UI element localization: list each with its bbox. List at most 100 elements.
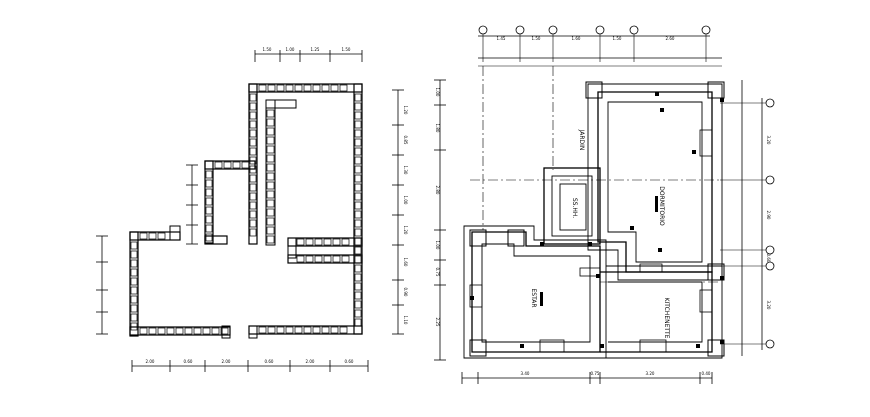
wall-block [214,161,223,169]
wall-block [258,326,267,334]
wall-block [312,84,321,92]
wall-block [249,120,257,129]
wall-block [354,120,362,129]
wall-block [266,136,275,145]
wall-block [130,286,138,295]
wall-block [249,219,257,228]
right-plan: 1.45 1.50 1.60 1.50 2.60 3.20 2.90 0.60 [434,25,775,384]
wall-block [314,255,323,263]
wall-block [312,326,321,334]
wall-block [330,326,339,334]
wall-block [303,84,312,92]
wall-block [205,170,213,179]
wall-block [321,326,330,334]
wall-block [276,326,285,334]
wall-block [241,161,250,169]
wall-block [305,238,314,246]
wall-block [354,174,362,183]
wall-block [354,183,362,192]
wall-block [249,174,257,183]
wall-block [354,147,362,156]
wall-block [249,165,257,174]
left-top-dim-2: 1.00 [286,47,295,52]
wall-block [211,327,220,335]
wall-block [266,226,275,235]
wall-block [354,291,362,300]
left-right-dim-4: 1.00 [403,196,408,205]
wall-block [321,84,330,92]
wall-block [266,190,275,199]
right-top-dim-3: 1.60 [572,36,581,41]
right-top-dim-2: 1.50 [532,36,541,41]
left-right-dim-3: 1.30 [403,166,408,175]
right-bottom-dim-3: 3.20 [646,371,655,376]
wall-block [266,118,275,127]
wall-block [184,327,193,335]
left-right-dim-5: 1.20 [403,226,408,235]
wall-block [130,259,138,268]
right-left-dim-5: 0.75 [435,268,440,277]
wall-block [205,233,213,242]
right-bottom-dim-4: 0.40 [702,371,711,376]
wall-block [249,192,257,201]
wall-block [266,145,275,154]
wall-block [258,84,267,92]
right-bottom-dim-2: 0.75 [591,371,600,376]
wall-block [354,111,362,120]
wall-block [202,327,211,335]
wall-block [266,154,275,163]
room-label-kitchenette: KITCHENETTE [663,298,670,339]
wall-block [130,304,138,313]
right-plan-walls [463,81,725,359]
wall-block [354,228,362,237]
wall-block [157,327,166,335]
left-top-dim-4: 1.50 [342,47,351,52]
wall-block [332,255,341,263]
wall-block [266,163,275,172]
wall-block [249,183,257,192]
wall-block [354,165,362,174]
right-left-dim-1: 1.00 [435,88,440,97]
wall-block [267,326,276,334]
wall-block [205,188,213,197]
wall-block [354,210,362,219]
left-bottom-dim-3: 2.00 [222,359,231,364]
wall-block [249,201,257,210]
left-plan-brick-pattern [130,84,362,335]
wall-block [266,181,275,190]
wall-block [303,326,312,334]
right-top-dim-1: 1.45 [497,36,506,41]
wall-block [330,84,339,92]
wall-block [249,138,257,147]
right-left-dim-3: 2.80 [435,186,440,195]
wall-block [249,147,257,156]
wall-block [220,327,229,335]
wall-block [354,264,362,273]
wall-block [266,235,275,244]
wall-block [130,313,138,322]
left-plan-right-dimension: 1.20 0.85 1.30 1.00 1.20 1.60 0.90 1.10 [392,89,408,335]
wall-block [354,255,362,264]
wall-block [314,238,323,246]
room-labels: JARDIN DORMITORIO SS.HH. ESTAR KITCHENET… [530,129,670,339]
wall-block [354,300,362,309]
left-plan: 1.50 1.00 1.25 1.50 2.00 0.60 2.00 0.60 … [96,47,408,372]
wall-block [157,232,166,240]
wall-block [354,246,362,255]
wall-block [139,232,148,240]
right-left-dim-6: 2.25 [435,318,440,327]
wall-block [232,161,241,169]
wall-block [166,327,175,335]
wall-block [354,219,362,228]
wall-block [266,172,275,181]
wall-block [354,309,362,318]
wall-block [341,255,350,263]
left-plan-walls [129,83,363,339]
right-bottom-dim-1: 3.40 [521,371,530,376]
wall-block [354,102,362,111]
left-plan-top-dimension: 1.50 1.00 1.25 1.50 [254,47,363,62]
wall-block [294,326,303,334]
wall-block [148,232,157,240]
